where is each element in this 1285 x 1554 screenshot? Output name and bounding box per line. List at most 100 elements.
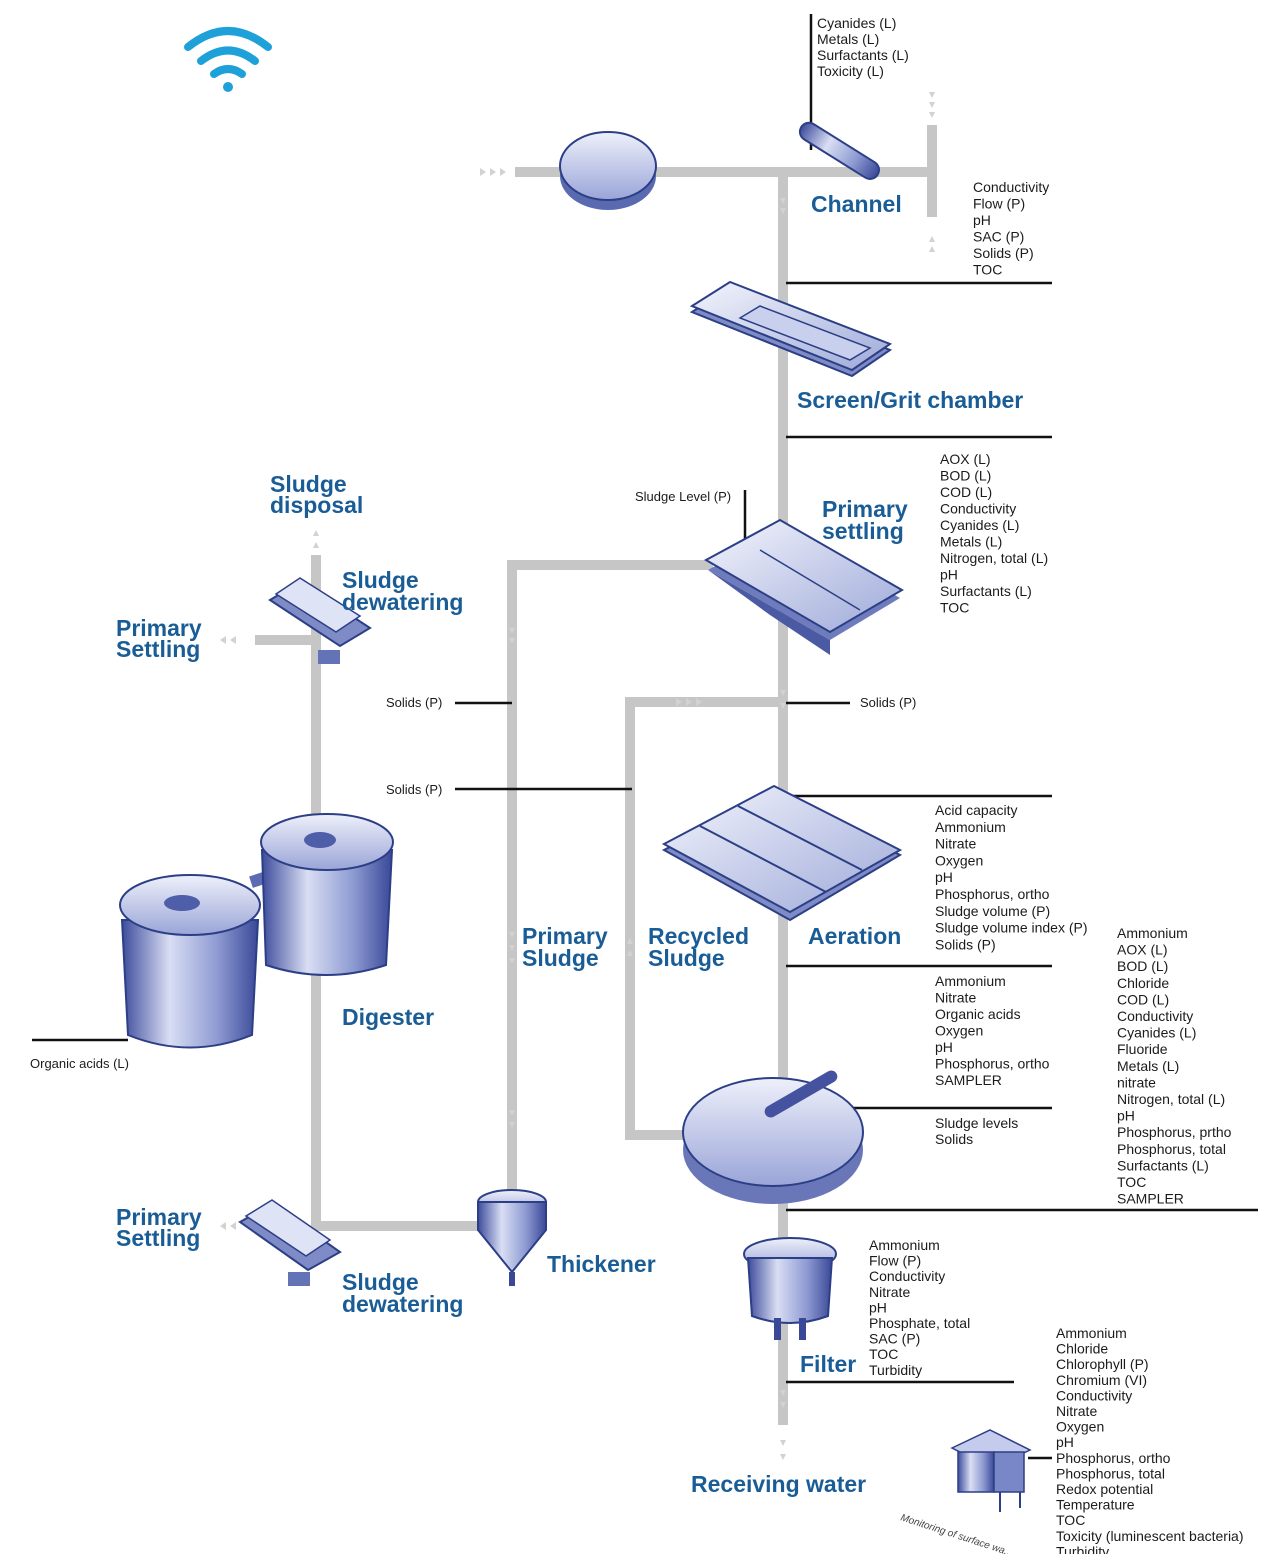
param-item: Ammonium <box>935 819 1006 835</box>
param-item: pH <box>1117 1108 1135 1124</box>
param-item: Ammonium <box>1056 1325 1127 1341</box>
sludge-dewatering-press-bottom <box>238 1199 342 1286</box>
sludge-dewatering-bottom-label-2: dewatering <box>342 1291 463 1317</box>
primary-sludge-label-2: Sludge <box>522 945 599 971</box>
param-item: Nitrate <box>1056 1403 1097 1419</box>
param-item: COD (L) <box>1117 991 1169 1007</box>
param-item: Surfactants (L) <box>940 583 1032 599</box>
digester-label: Digester <box>342 1004 434 1030</box>
param-item: nitrate <box>1117 1074 1156 1090</box>
param-item: Flow (P) <box>973 196 1025 212</box>
param-item: Phosphorus, ortho <box>935 1056 1050 1072</box>
inlet-disc <box>559 131 657 210</box>
param-item: Turbidity <box>869 1362 922 1378</box>
param-item: Chromium (VI) <box>1056 1372 1147 1388</box>
lead-lines <box>32 14 1258 1460</box>
param-item: Ammonium <box>1117 925 1188 941</box>
param-item: Phosphorus, ortho <box>935 886 1050 902</box>
param-item: Flow (P) <box>869 1253 921 1269</box>
param-item: BOD (L) <box>940 468 991 484</box>
primary-settling-label-1: Primary <box>822 496 908 522</box>
param-item: Fluoride <box>1117 1041 1168 1057</box>
param-item: Phosphorus, total <box>1056 1465 1165 1481</box>
sludge-dewatering-press-top <box>268 577 372 664</box>
param-item: Chloride <box>1117 975 1169 991</box>
thickener <box>477 1189 547 1286</box>
param-item: TOC <box>1056 1512 1085 1528</box>
station-caption: Monitoring of surface wa... <box>899 1512 1014 1554</box>
solids-right-label: Solids (P) <box>860 695 916 710</box>
param-item: Sludge volume (P) <box>935 903 1050 919</box>
param-item: Oxygen <box>935 852 983 868</box>
param-item: Cyanides (L) <box>817 15 896 31</box>
param-item: pH <box>940 567 958 583</box>
solids-left-1-label: Solids (P) <box>386 695 442 710</box>
param-item: pH <box>1056 1434 1074 1450</box>
param-item: Sludge volume index (P) <box>935 920 1088 936</box>
param-item: TOC <box>869 1346 898 1362</box>
param-item: Ammonium <box>869 1237 940 1253</box>
param-item: Nitrate <box>935 836 976 852</box>
channel-probe <box>798 121 880 180</box>
param-item: SAMPLER <box>1117 1191 1184 1207</box>
param-item: pH <box>973 212 991 228</box>
secondary-clarifier <box>682 1070 864 1204</box>
channel-label: Channel <box>811 191 902 217</box>
param-item: Oxygen <box>935 1023 983 1039</box>
digester-organic-acids-label: Organic acids (L) <box>30 1056 129 1071</box>
param-item: COD (L) <box>940 484 992 500</box>
param-item: Solids (P) <box>973 245 1034 261</box>
param-aeration: Acid capacityAmmoniumNitrateOxygenpHPhos… <box>935 802 1088 952</box>
digester-tanks <box>119 813 394 1049</box>
param-item: Conductivity <box>869 1268 945 1284</box>
param-item: Surfactants (L) <box>1117 1157 1209 1173</box>
param-item: Chlorophyll (P) <box>1056 1356 1149 1372</box>
recycled-sludge-label-1: Recycled <box>648 923 749 949</box>
param-item: Conductivity <box>973 179 1049 195</box>
param-item: Redox potential <box>1056 1481 1153 1497</box>
param-item: TOC <box>940 600 969 616</box>
primary-sludge-label-1: Primary <box>522 923 608 949</box>
param-item: Sludge levels <box>935 1115 1018 1131</box>
filter-label: Filter <box>800 1351 856 1377</box>
param-item: Nitrate <box>935 990 976 1006</box>
primary-settling-left-top-2: Settling <box>116 636 200 662</box>
param-item: BOD (L) <box>1117 958 1168 974</box>
param-item: Phosphorus, ortho <box>1056 1450 1171 1466</box>
monitoring-station: Monitoring of surface wa... <box>899 1429 1032 1554</box>
sludge-level-label: Sludge Level (P) <box>635 489 731 504</box>
param-primary-settling: AOX (L)BOD (L)COD (L)ConductivityCyanide… <box>940 451 1048 616</box>
param-item: Turbidity <box>1056 1543 1109 1554</box>
primary-settling-left-bottom-2: Settling <box>116 1225 200 1251</box>
param-item: Nitrate <box>869 1284 910 1300</box>
param-item: Cyanides (L) <box>940 517 1019 533</box>
param-item: TOC <box>973 262 1002 278</box>
param-item: AOX (L) <box>1117 942 1168 958</box>
param-item: Chloride <box>1056 1341 1108 1357</box>
thickener-label: Thickener <box>547 1251 656 1277</box>
param-item: Phosphate, total <box>869 1315 970 1331</box>
param-item: Phosphorus, total <box>1117 1141 1226 1157</box>
param-item: SAMPLER <box>935 1072 1002 1088</box>
param-item: Temperature <box>1056 1497 1135 1513</box>
param-item: Conductivity <box>940 501 1016 517</box>
primary-settling-left-top-1: Primary <box>116 615 202 641</box>
receiving-water-label: Receiving water <box>691 1471 866 1497</box>
filter-unit <box>743 1237 837 1340</box>
param-item: Acid capacity <box>935 802 1017 818</box>
param-item: Cyanides (L) <box>1117 1025 1196 1041</box>
aeration-basin <box>661 784 903 922</box>
solids-left-2-label: Solids (P) <box>386 782 442 797</box>
param-item: Surfactants (L) <box>817 47 909 63</box>
param-item: TOC <box>1117 1174 1146 1190</box>
primary-settling-tank <box>703 518 904 655</box>
stage-labels: Channel Screen/Grit chamber Primary sett… <box>116 191 1023 1497</box>
sludge-dewatering-top-label-1: Sludge <box>342 567 419 593</box>
flow-arrows <box>220 92 935 1460</box>
